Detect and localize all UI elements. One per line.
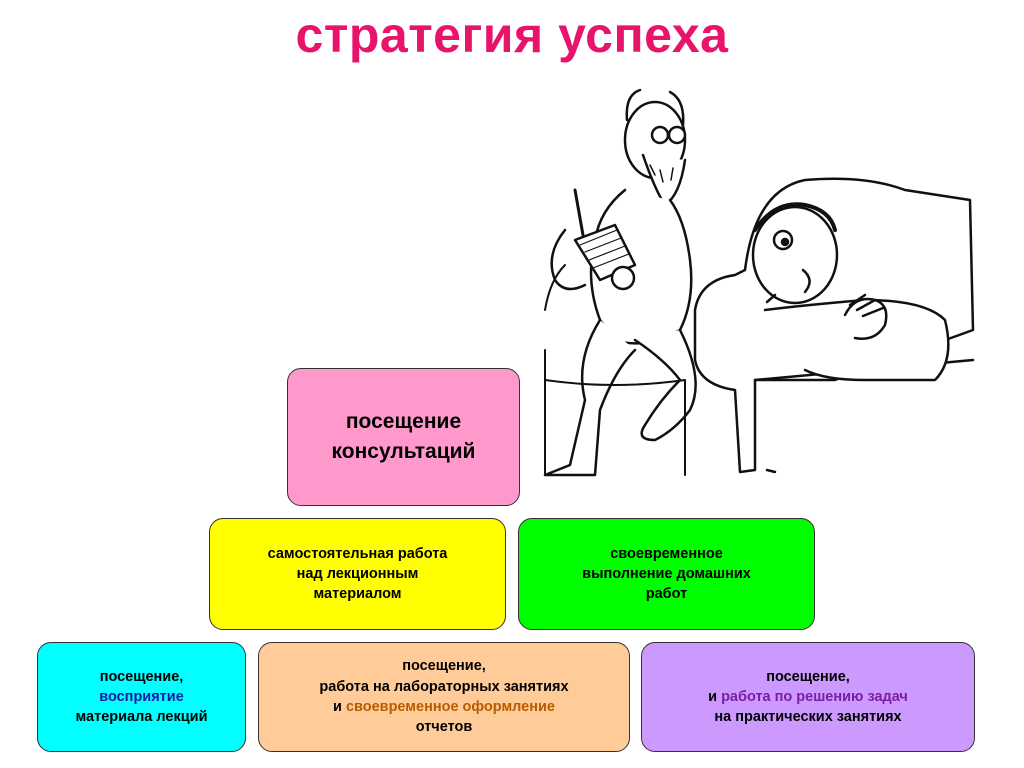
- labs-line-1: посещение,: [402, 658, 486, 675]
- practice-line-3: на практических занятиях: [714, 709, 902, 726]
- practice-line-2: и работа по решению задач: [708, 687, 908, 707]
- slide-title: стратегия успеха: [295, 7, 729, 63]
- self-work-box: самостоятельная работа над лекционным ма…: [209, 518, 506, 630]
- practice-line-2-prefix: и: [708, 688, 722, 705]
- practice-highlight: работа по решению задач: [721, 688, 908, 705]
- consultations-line-1: посещение: [345, 409, 462, 433]
- practice-box: посещение, и работа по решению задач на …: [641, 642, 975, 752]
- labs-line-2: работа на лабораторных занятиях: [319, 678, 569, 695]
- consultations-box: посещение консультаций: [287, 368, 520, 506]
- self-work-line-1: самостоятельная работа: [267, 545, 448, 562]
- practice-line-1: посещение,: [766, 668, 850, 685]
- labs-line-4: отчетов: [415, 719, 473, 736]
- homework-box: своевременное выполнение домашних работ: [518, 518, 815, 630]
- lectures-line-1: посещение,: [99, 668, 184, 685]
- self-work-line-3: материалом: [313, 586, 402, 603]
- lectures-box: посещение, восприятие материала лекций: [37, 642, 246, 752]
- labs-box: посещение, работа на лабораторных заняти…: [258, 642, 630, 752]
- lectures-highlight: восприятие: [99, 688, 184, 705]
- labs-line-3: и своевременное оформление: [333, 697, 555, 717]
- homework-line-1: своевременное: [610, 545, 723, 562]
- homework-line-2: выполнение домашних: [582, 565, 751, 582]
- homework-line-3: работ: [645, 586, 688, 603]
- labs-highlight: своевременное оформление: [345, 699, 555, 715]
- psychologist-patient-illustration: [543, 88, 975, 477]
- consultations-line-2: консультаций: [331, 440, 476, 463]
- lectures-line-3: материала лекций: [75, 709, 208, 726]
- self-work-line-2: над лекционным: [296, 565, 419, 582]
- labs-line-3-prefix: и: [333, 699, 346, 715]
